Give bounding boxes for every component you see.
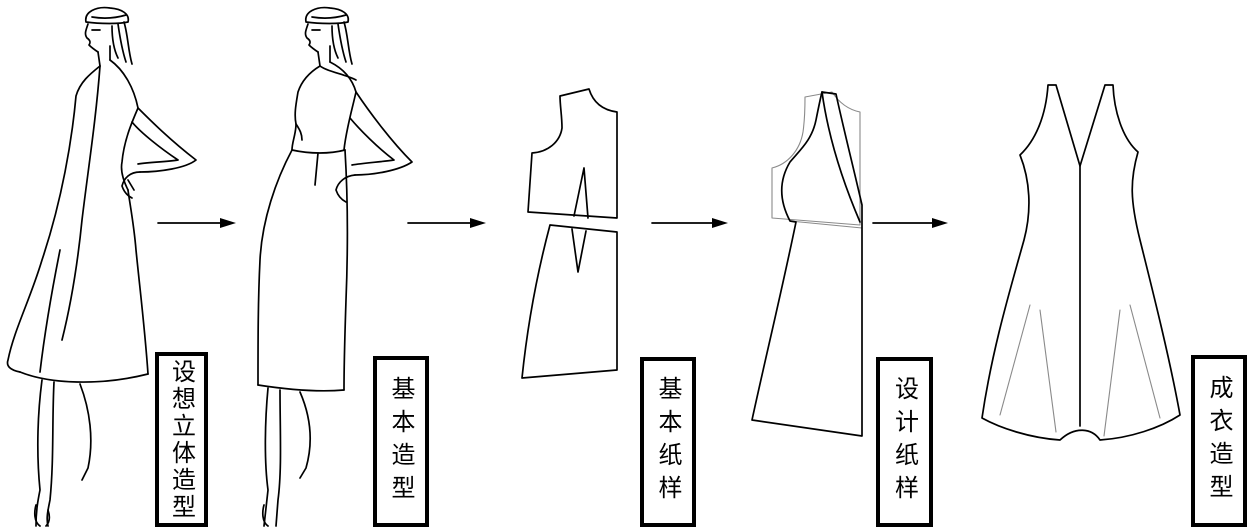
hat bbox=[305, 6, 350, 25]
legs bbox=[35, 379, 92, 527]
dress-hem bbox=[19, 371, 149, 383]
finished-dress bbox=[981, 84, 1181, 441]
dress-front-outline bbox=[6, 65, 101, 373]
arrow-3 bbox=[651, 218, 728, 228]
hand bbox=[335, 174, 356, 203]
hair bbox=[331, 21, 353, 65]
stage-label-text: 设想立体造型 bbox=[167, 358, 196, 521]
arrow-head bbox=[220, 218, 236, 228]
hat bbox=[85, 6, 130, 25]
body-back bbox=[109, 59, 139, 191]
arrow-head bbox=[470, 218, 486, 228]
face-profile bbox=[84, 23, 99, 53]
darts bbox=[295, 123, 319, 186]
legs bbox=[263, 387, 312, 527]
stage-label-box-finished-garment: 成衣造型 bbox=[1191, 355, 1247, 527]
center-front-line bbox=[61, 65, 101, 341]
arrow-1 bbox=[157, 218, 236, 228]
bodice-pattern-piece bbox=[527, 88, 618, 219]
stage-label-box-design-pattern: 设计纸样 bbox=[876, 357, 933, 527]
hat-band bbox=[311, 14, 347, 19]
neckline bbox=[319, 65, 357, 81]
basic-pattern bbox=[521, 88, 618, 379]
foot bbox=[261, 504, 269, 527]
skirt-front bbox=[257, 149, 293, 386]
neck bbox=[317, 45, 331, 67]
skirt-dart bbox=[571, 228, 587, 273]
stage-label-text: 设计纸样 bbox=[890, 376, 919, 508]
base-waist-overlay bbox=[789, 220, 863, 229]
stage-label-box-basic-form: 基本造型 bbox=[373, 356, 429, 527]
bodice-dart bbox=[573, 167, 589, 219]
bodice-front bbox=[291, 65, 321, 151]
arm bbox=[131, 107, 197, 173]
figure-basic-form bbox=[257, 6, 413, 527]
design-outline bbox=[751, 91, 863, 437]
godet-lines bbox=[999, 304, 1161, 437]
arrow-4 bbox=[872, 218, 948, 228]
hand bbox=[121, 171, 141, 199]
stage-label-text: 基本造型 bbox=[387, 375, 415, 508]
arm bbox=[349, 91, 413, 176]
design-pattern bbox=[751, 91, 863, 437]
waistline bbox=[291, 149, 346, 154]
arrow-head bbox=[932, 218, 948, 228]
hat-band bbox=[91, 14, 127, 19]
arrow-2 bbox=[407, 218, 486, 228]
stage-label-box-imagined-form: 设想立体造型 bbox=[155, 352, 208, 527]
dress-back-outline bbox=[127, 189, 149, 375]
foot bbox=[33, 504, 51, 527]
face-profile bbox=[304, 23, 319, 53]
dress-outline bbox=[981, 84, 1181, 441]
stage-label-text: 基本纸样 bbox=[654, 376, 682, 508]
hair bbox=[111, 21, 133, 65]
base-bodice-overlay bbox=[771, 91, 861, 226]
stage-label-text: 成衣造型 bbox=[1205, 375, 1233, 507]
figure-imagined-form bbox=[6, 6, 197, 527]
dress-fold-line bbox=[39, 249, 61, 373]
stage-label-box-basic-pattern: 基本纸样 bbox=[640, 357, 696, 527]
neck bbox=[97, 45, 111, 67]
skirt-back bbox=[343, 149, 349, 391]
v-neckline bbox=[821, 91, 861, 223]
arrow-head bbox=[712, 218, 728, 228]
skirt-hem bbox=[257, 384, 345, 392]
skirt-pattern-piece bbox=[521, 224, 618, 379]
